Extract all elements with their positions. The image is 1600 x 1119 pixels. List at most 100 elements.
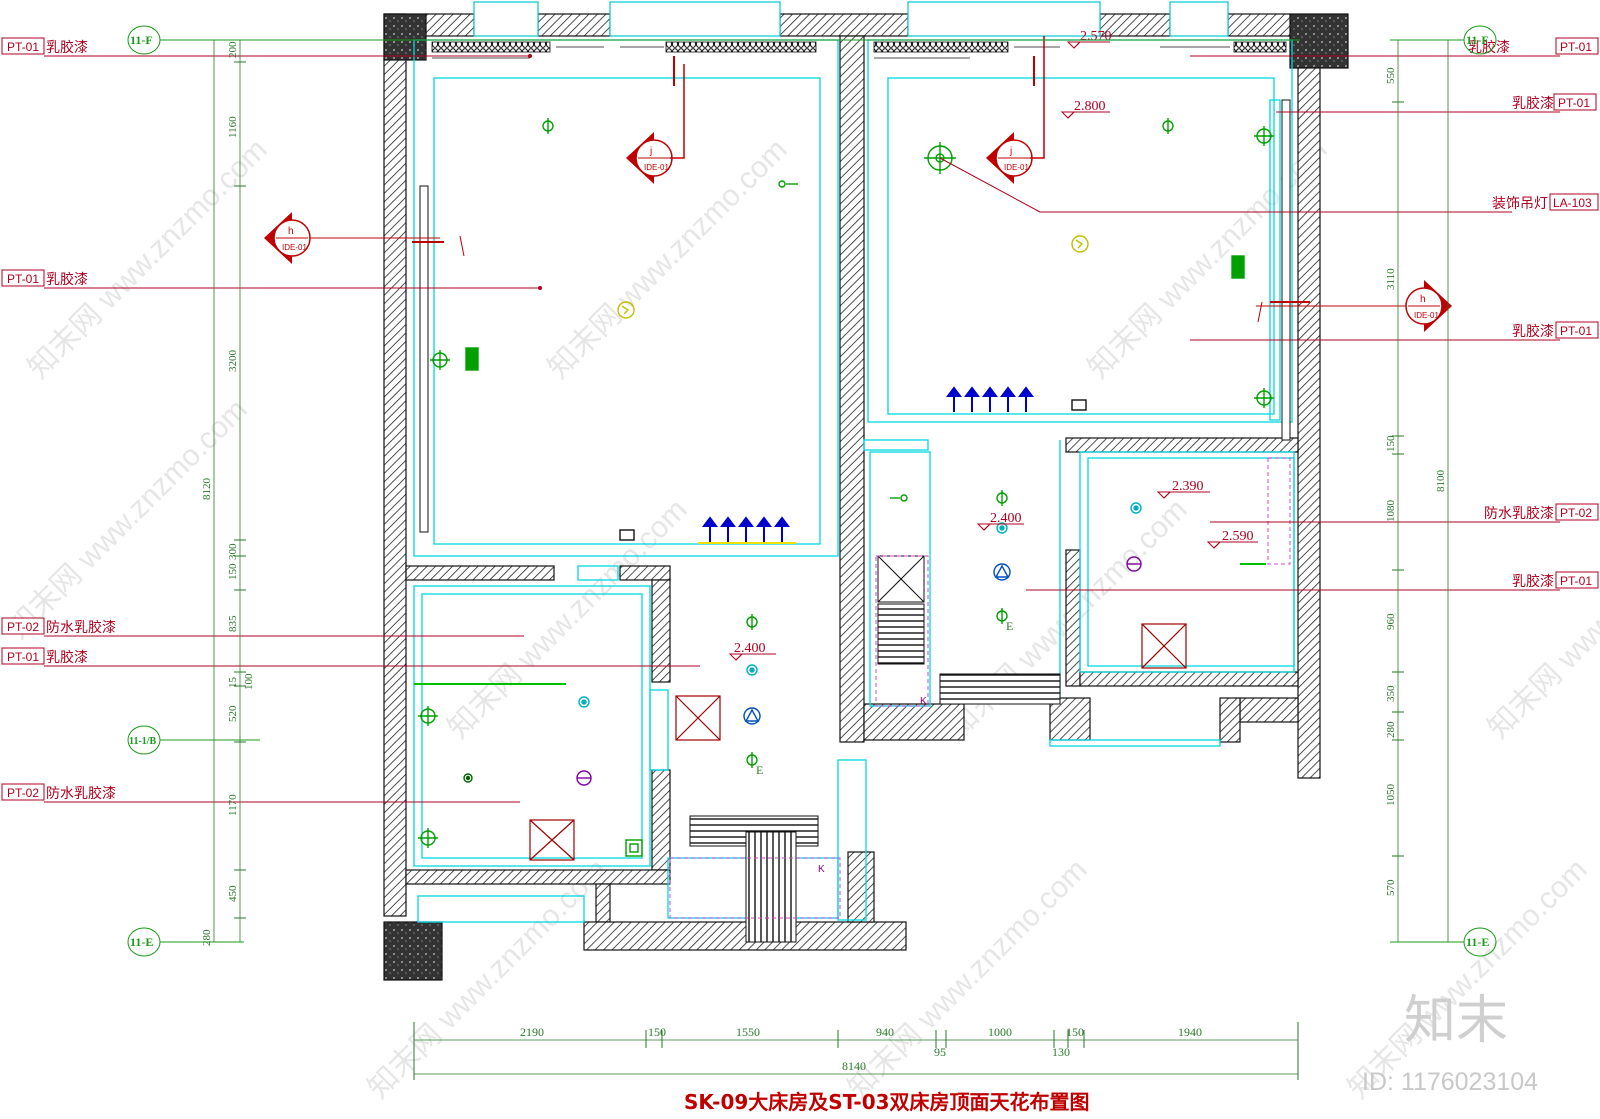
smoke-detector-icon [578,696,590,708]
svg-text:j: j [649,146,652,157]
svg-text:550: 550 [1385,67,1397,84]
smoke-detector-icon [1130,502,1142,514]
watermark: 知末网 www.znzmo.com [842,853,1094,1105]
svg-text:100: 100 [243,673,255,690]
svg-text:h: h [288,226,294,237]
section-marker: j IDE-01 [986,36,1045,184]
material-callout: PT-01 乳胶漆 [1,269,88,288]
downlight-icon [746,752,758,768]
brand-id: ID: 1176023104 [1362,1068,1538,1096]
dimension-text: 150 [1066,1025,1084,1039]
dimension-text: 95 [934,1045,946,1059]
material-callout: 装饰吊灯 LA-103 [1492,193,1599,212]
svg-text:乳胶漆: 乳胶漆 [1512,573,1554,590]
svg-text:PT-01: PT-01 [1560,324,1592,338]
elevation-value: 2.390 [1172,479,1204,494]
curtain-tracks [419,99,1291,533]
sensor-icon [1071,235,1089,253]
downlight-icon [996,490,1008,506]
grid-bubble: 11-1/B [127,725,161,755]
svg-text:280: 280 [201,929,213,946]
fixture-label: K [818,864,825,875]
left-dimensions: 200 1160 3200 150 300 835 15 100 520 117… [201,41,255,946]
downlight-icon [542,118,554,134]
fixture-label: E [756,763,763,777]
dimension-total: 8140 [842,1059,866,1073]
grid-bubble: 11-E [1463,927,1497,957]
grid-bubble: 11-F [1463,25,1497,55]
downlight-icon [996,608,1008,624]
speaker-icon [1126,556,1142,572]
watermark-layer: 知末网 www.znzmo.com 知末网 www.znzmo.com 知末网 … [2,133,1600,1105]
svg-text:乳胶漆: 乳胶漆 [46,39,88,56]
svg-text:1050: 1050 [1385,784,1397,807]
exhaust-vent-icon [625,839,643,857]
svg-text:1170: 1170 [227,794,239,816]
dashed-zones [669,457,1291,919]
sensor-icon [617,301,635,319]
material-callout: 乳胶漆 PT-01 [1468,37,1599,56]
right-callouts: 乳胶漆 PT-01 乳胶漆 PT-01 装饰吊灯 LA-103 乳胶漆 PT-0… [1468,37,1599,590]
svg-text:装饰吊灯: 装饰吊灯 [1492,196,1548,212]
svg-text:PT-01: PT-01 [7,272,39,286]
elevation-value: 2.590 [1222,529,1254,544]
svg-text:PT-01: PT-01 [7,650,39,664]
svg-text:570: 570 [1385,879,1397,896]
grid-bubble: 11-F [127,25,161,55]
svg-text:11-1/B: 11-1/B [129,736,157,747]
fixture-labels: E E K K [756,619,1013,875]
svg-text:IDE-01: IDE-01 [1004,163,1029,172]
door-sensor-icon [778,180,798,188]
spotlight-icon [418,828,438,848]
svg-text:3110: 3110 [1385,268,1397,290]
svg-text:IDE-01: IDE-01 [644,163,669,172]
svg-text:PT-02: PT-02 [7,786,39,800]
spotlight-icon [1254,126,1274,146]
brand-logo: 知末 [1404,991,1508,1051]
dimension-text: 1000 [988,1025,1012,1039]
curtain-boxes [431,41,1287,59]
svg-text:IDE-01: IDE-01 [282,243,307,252]
svg-text:15: 15 [227,677,239,689]
material-callout: PT-02 防水乳胶漆 [1,617,116,636]
svg-text:280: 280 [1385,721,1397,738]
section-markers: j IDE-01 h IDE-01 j IDE-01 [264,36,1452,332]
svg-text:1080: 1080 [1385,500,1397,523]
elevation-value: 2.800 [1074,99,1106,114]
spotlight-icon [1254,388,1274,408]
spotlight-icon [430,350,450,370]
dimension-text: 130 [1052,1045,1070,1059]
svg-text:防水乳胶漆: 防水乳胶漆 [46,785,116,802]
elevation-value: 2.400 [734,641,766,656]
material-callout: 乳胶漆 PT-01 [1512,571,1599,590]
svg-text:350: 350 [1385,685,1397,702]
svg-text:乳胶漆: 乳胶漆 [46,649,88,666]
svg-text:乳胶漆: 乳胶漆 [46,271,88,288]
bottom-dimensions: 2190 150 1550 940 95 1000 130 150 1940 8… [520,1025,1202,1073]
elevation-value: 2.400 [990,511,1022,526]
watermark: 知末网 www.znzmo.com [22,133,274,385]
dimension-text: 1550 [736,1025,760,1039]
smoke-detector-icon [996,522,1008,534]
door-sensor-icon [890,494,908,502]
reading-lamp-icon [1231,255,1245,279]
dimension-text: 150 [648,1025,666,1039]
power-outlet-icon [463,773,473,783]
elevation-marks: 2.570 2.800 2.390 2.400 2.590 2.400 [728,29,1258,661]
material-callout: 防水乳胶漆 PT-02 [1484,503,1599,522]
material-callout: PT-01 乳胶漆 [1,37,88,56]
spotlight-icon [418,706,438,726]
svg-text:防水乳胶漆: 防水乳胶漆 [46,619,116,636]
svg-text:11-F: 11-F [130,33,153,47]
left-callouts: PT-01 乳胶漆 PT-01 乳胶漆 PT-02 防水乳胶漆 PT-01 乳胶… [1,37,116,802]
svg-text:PT-01: PT-01 [1558,96,1590,110]
fixture-label: K [920,696,927,707]
svg-text:300: 300 [227,543,239,560]
watermark: 知末网 www.znzmo.com [1482,493,1600,745]
callout-leaders [44,54,1560,803]
svg-text:h: h [1420,294,1426,305]
svg-text:150: 150 [1385,435,1397,452]
svg-text:11-F: 11-F [1466,33,1489,47]
sprinkler-icon [743,707,761,725]
